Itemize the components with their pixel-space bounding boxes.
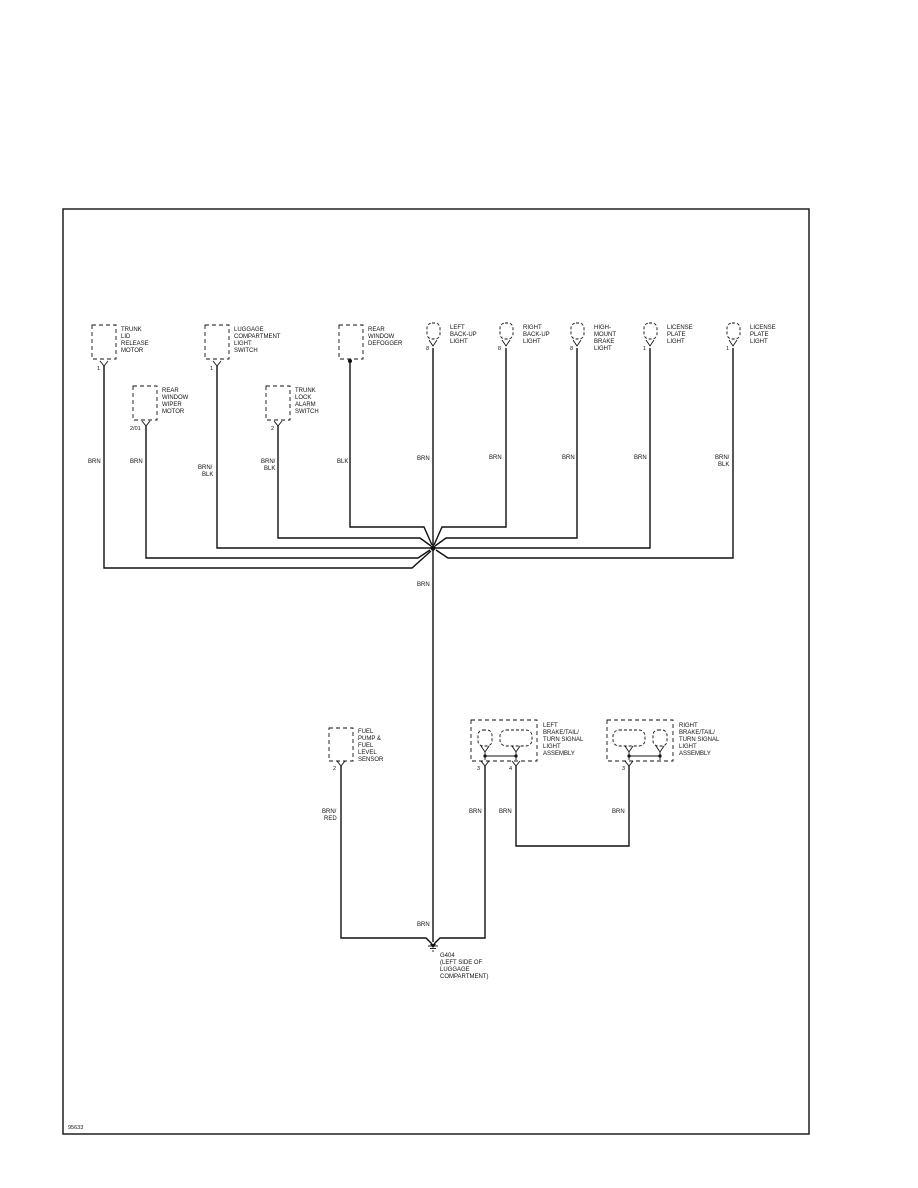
component-left-brake-assembly [470, 719, 538, 767]
wirecolor-ground-wire: BRN [417, 922, 430, 928]
label-right-backup: RIGHT BACK-UP LIGHT [523, 325, 551, 345]
wirecolor-left-backup: BRN [417, 456, 430, 462]
label-license-plate-1: LICENSE PLATE LIGHT [667, 325, 694, 345]
component-trunk-lock-switch [265, 385, 291, 427]
wire-luggage-light-switch [216, 366, 433, 549]
label-luggage-light-switch: LUGGAGE COMPARTMENT LIGHT SWITCH [234, 327, 282, 354]
wire-rear-wiper-motor [145, 426, 431, 559]
wire-high-mount [434, 348, 578, 547]
pin-left-brake-b: 4 [509, 766, 512, 772]
wirecolor-trunk-lock-switch: BRN/ BLK [261, 459, 277, 472]
wirecolor-rear-defogger: BLK [337, 459, 348, 465]
ground-label: G404 (LEFT SIDE OF LUGGAGE COMPARTMENT) [440, 953, 488, 980]
pin-luggage-light-switch: 1 [210, 366, 213, 372]
label-rear-wiper-motor: REAR WINDOW WIPER MOTOR [162, 388, 190, 415]
pin-fuel-pump: 2 [333, 766, 336, 772]
pin-trunk-lid-motor: 1 [97, 366, 100, 372]
pin-left-brake-a: 3 [477, 766, 480, 772]
label-fuel-pump: FUEL PUMP & FUEL LEVEL SENSOR [358, 729, 384, 763]
wirecolor-rear-wiper-motor: BRN [130, 459, 143, 465]
wire-trunk-lid-motor [103, 366, 432, 569]
diagram-border [62, 208, 810, 1135]
label-right-brake-assembly: RIGHT BRAKE/TAIL/ TURN SIGNAL LIGHT ASSE… [679, 723, 721, 757]
component-trunk-lid-motor [91, 324, 117, 367]
label-left-brake-assembly: LEFT BRAKE/TAIL/ TURN SIGNAL LIGHT ASSEM… [543, 723, 585, 757]
lower-wires [340, 766, 630, 945]
pin-license-plate-1: 1 [643, 346, 646, 352]
label-high-mount: HIGH- MOUNT BRAKE LIGHT [594, 325, 618, 352]
label-trunk-lock-switch: TRUNK LOCK ALARM SWITCH [295, 388, 319, 415]
component-license-plate-2 [726, 322, 741, 347]
figure-id: 95633 [68, 1125, 83, 1131]
wirecolor-left-to-right-brake: BRN [499, 809, 512, 815]
label-left-backup: LEFT BACK-UP LIGHT [450, 325, 478, 345]
component-rear-defogger [338, 324, 364, 360]
label-license-plate-2: LICENSE PLATE LIGHT [750, 325, 777, 345]
wirecolor-right-backup: BRN [489, 455, 502, 461]
wirecolor-left-brake-ground: BRN [469, 809, 482, 815]
wirecolor-fuel-pump: BRN/ RED [322, 809, 338, 822]
component-fuel-pump [328, 727, 354, 767]
pin-right-backup: 8 [498, 346, 501, 352]
upper-wires [103, 348, 734, 569]
wire-trunk-lock-switch [277, 426, 432, 547]
wire-license-plate-2 [435, 348, 734, 559]
wire-rear-defogger [349, 361, 433, 546]
pin-license-plate-2: 1 [726, 346, 729, 352]
pin-left-backup: 8 [426, 346, 429, 352]
component-right-brake-assembly [606, 719, 674, 767]
wire-license-plate-1 [433, 348, 651, 549]
component-high-mount [570, 322, 585, 347]
component-license-plate-1 [643, 322, 658, 347]
component-left-backup [426, 322, 441, 347]
defogger-junction [348, 359, 352, 363]
wire-fuel-pump [340, 766, 433, 945]
wirecolor-luggage-light-switch: BRN/ BLK [198, 465, 214, 478]
ground-g404 [428, 944, 438, 952]
pin-trunk-lock-switch: 2 [271, 426, 274, 432]
wirecolor-license-plate-2: BRN/ BLK [715, 455, 731, 468]
component-right-backup [499, 322, 514, 347]
component-rear-wiper-motor [132, 385, 158, 427]
component-luggage-light-switch [204, 324, 230, 367]
wire-left-to-right-brake [515, 766, 630, 847]
wirecolor-right-brake: BRN [612, 809, 625, 815]
pin-right-brake: 3 [622, 766, 625, 772]
label-trunk-lid-motor: TRUNK LID RELEASE MOTOR [121, 327, 150, 354]
wire-right-backup [433, 348, 507, 546]
wire-left-brake-ground [433, 766, 486, 945]
wirecolor-license-plate-1: BRN [634, 455, 647, 461]
label-rear-defogger: REAR WINDOW DEFOGGER [368, 327, 403, 347]
pin-rear-wiper-motor: 2/01 [130, 426, 141, 432]
wirecolor-main-trunk: BRN [417, 582, 430, 588]
wirecolor-high-mount: BRN [562, 455, 575, 461]
wirecolor-trunk-lid-motor: BRN [88, 459, 101, 465]
pin-high-mount: 8 [570, 346, 573, 352]
